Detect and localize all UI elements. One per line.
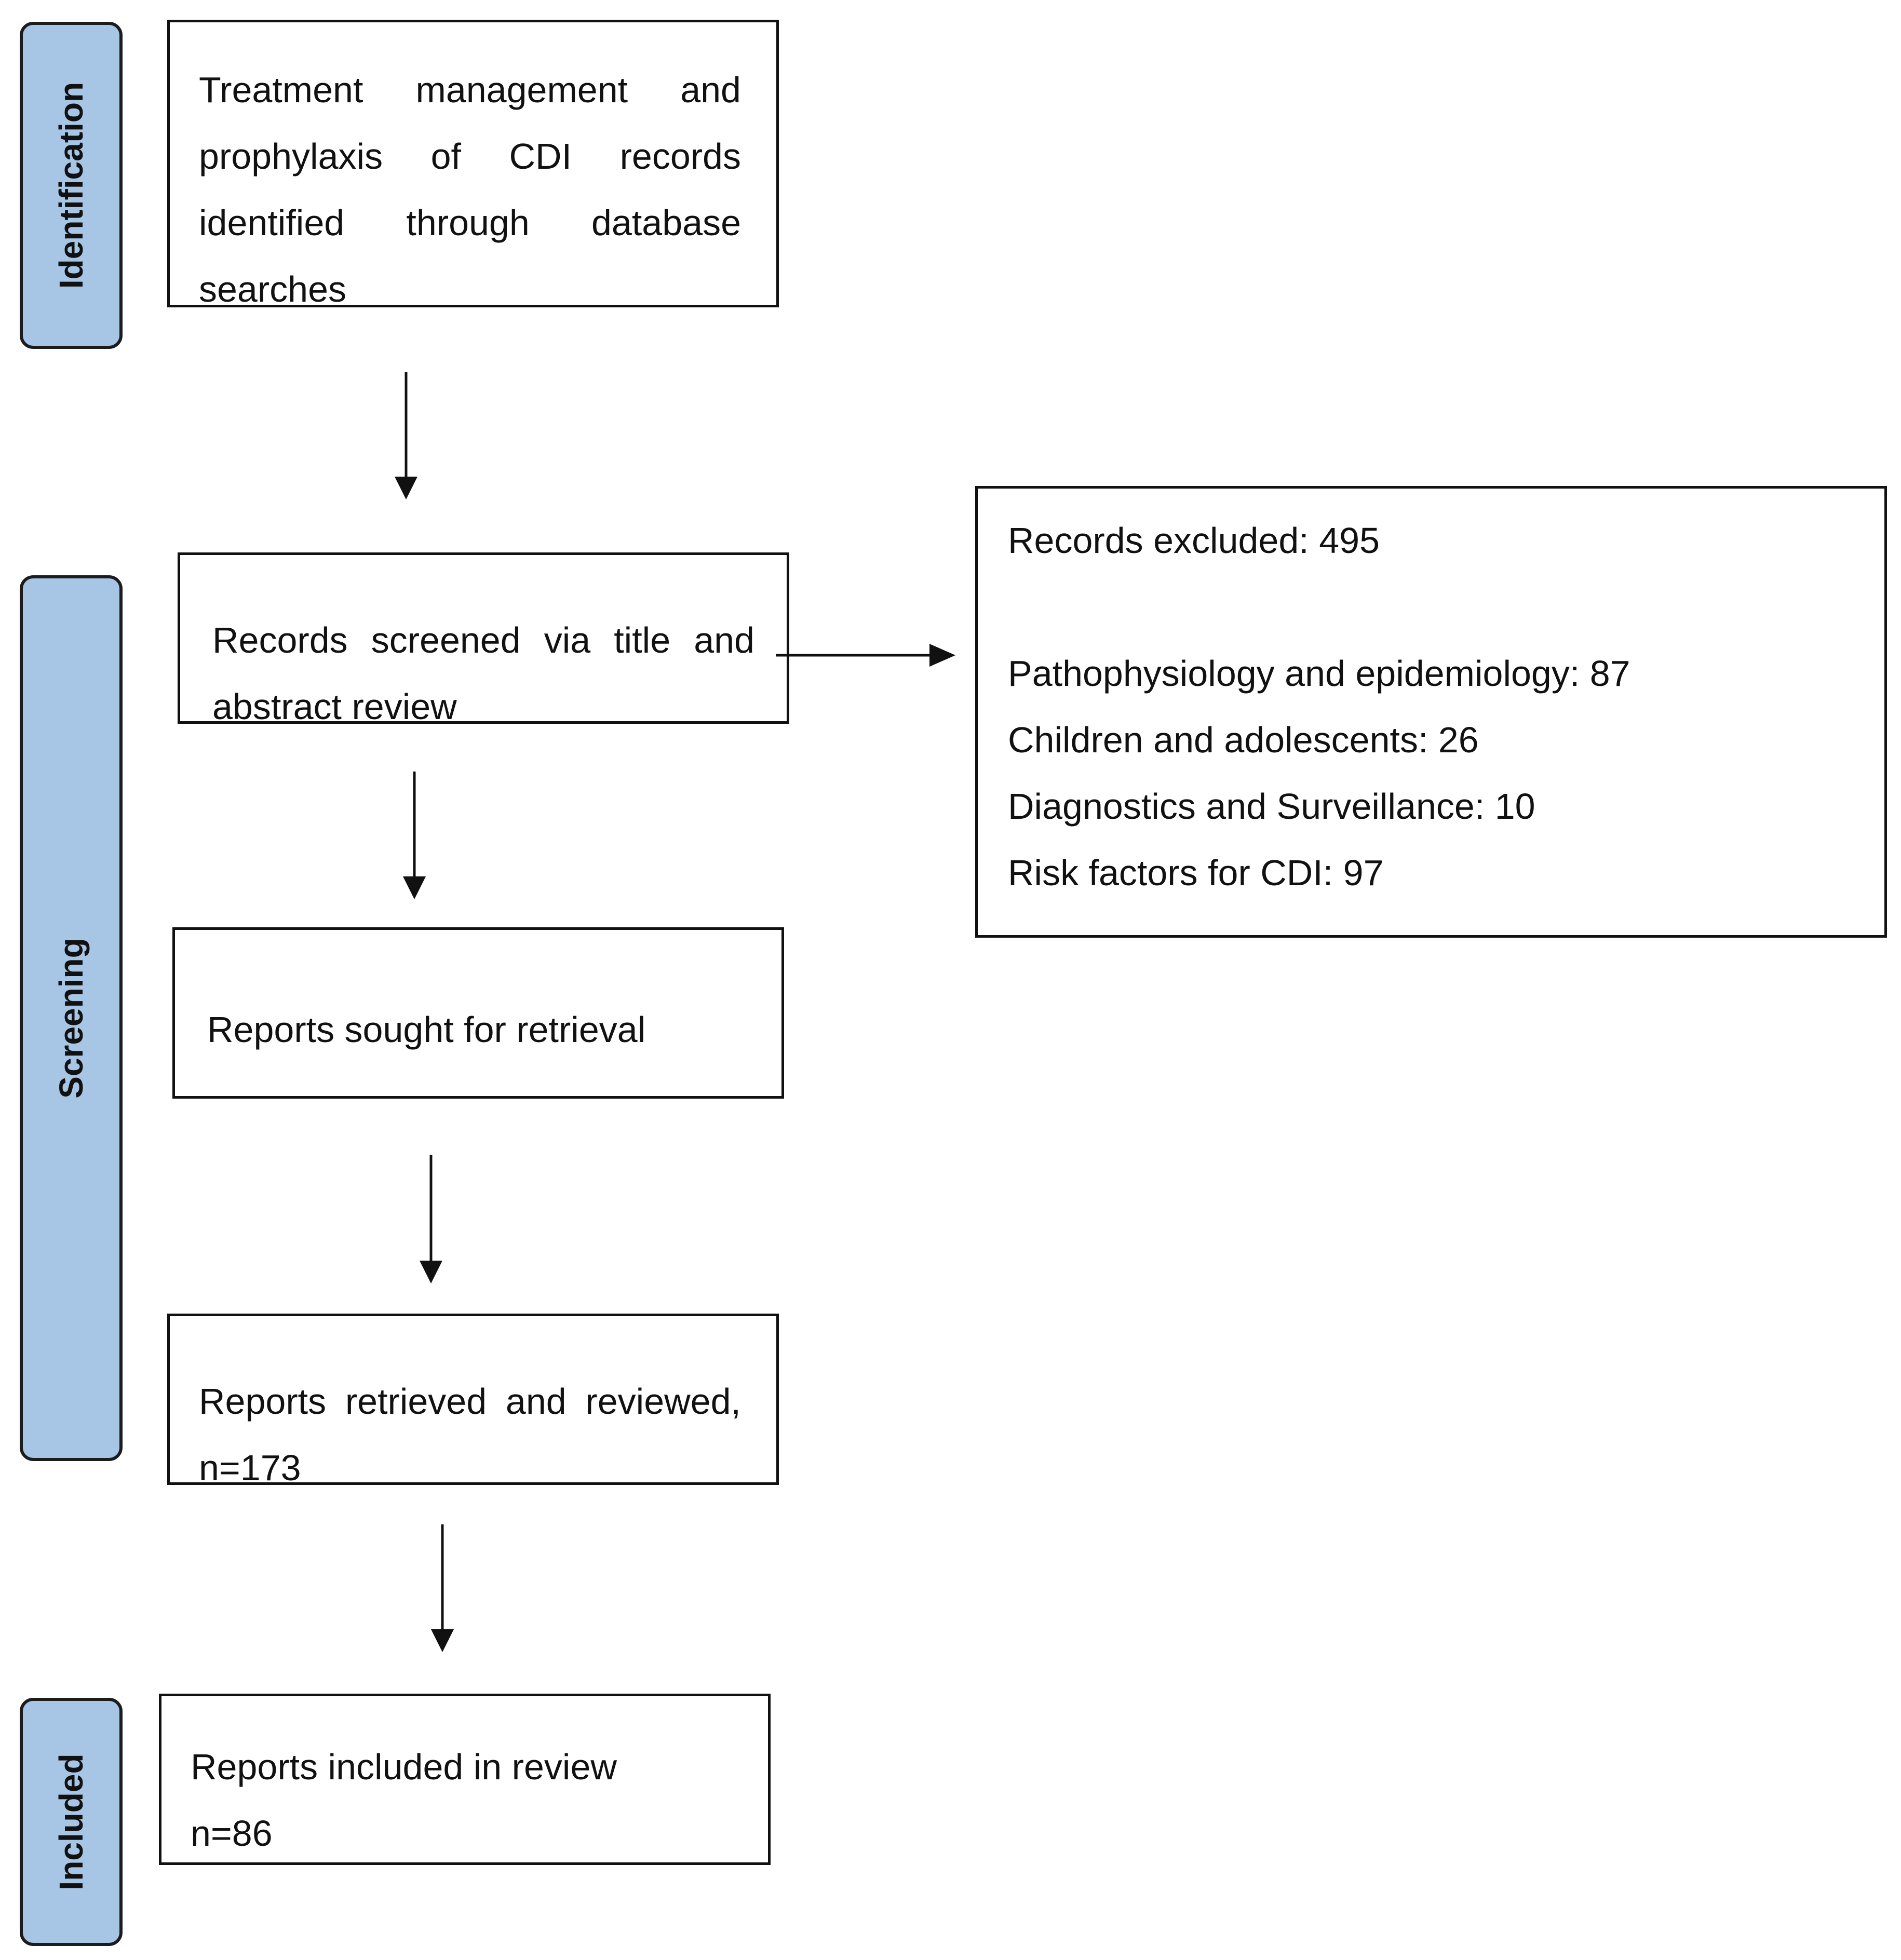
reports-included-box: Reports included in review n=86 — [159, 1694, 771, 1865]
reports-retrieved-text: Reports retrieved and reviewed, n=173 — [199, 1381, 741, 1488]
reports-sought-text: Reports sought for retrieval — [207, 1009, 646, 1050]
identified-records-box: Treatment management and prophylaxis of … — [167, 20, 779, 309]
excluded-reason: Pathophysiology and epidemiology: 87 — [1008, 653, 1630, 694]
reports-included-line2: n=86 — [191, 1813, 273, 1854]
arrowhead-down-1 — [395, 477, 417, 499]
records-excluded-title: Records excluded: 495 — [1008, 520, 1380, 561]
reports-retrieved-box: Reports retrieved and reviewed, n=173 — [167, 1314, 779, 1488]
arrowhead-down-2 — [403, 876, 426, 899]
excluded-reason: Risk factors for CDI: 97 — [1008, 853, 1384, 893]
excluded-reason: Children and adolescents: 26 — [1008, 720, 1479, 760]
identified-records-text: Treatment management and prophylaxis of … — [199, 70, 741, 309]
stage-included: Included — [20, 1698, 123, 1946]
arrowhead-right — [929, 644, 955, 667]
records-excluded-box: Records excluded: 495 Pathophysiology an… — [975, 486, 1887, 938]
stage-screening: Screening — [20, 575, 123, 1461]
excluded-reason: Diagnostics and Surveillance: 10 — [1008, 786, 1535, 827]
reports-sought-box: Reports sought for retrieval — [172, 927, 784, 1099]
arrowhead-down-3 — [420, 1261, 442, 1283]
screened-records-box: Records screened via title and abstract … — [178, 552, 789, 727]
stage-identification: Identification — [20, 22, 123, 349]
arrowhead-down-4 — [431, 1629, 454, 1652]
reports-included-line1: Reports included in review — [191, 1747, 617, 1787]
screened-records-text: Records screened via title and abstract … — [212, 620, 754, 727]
